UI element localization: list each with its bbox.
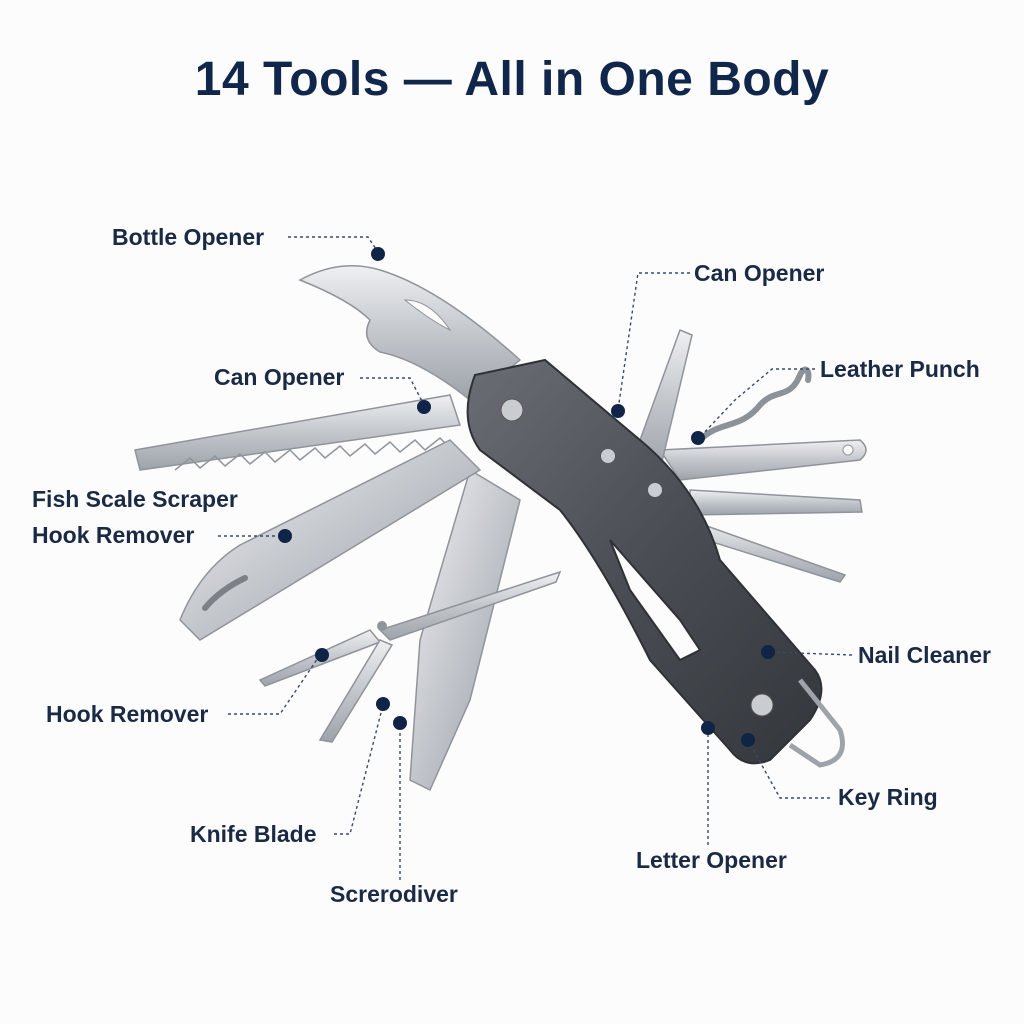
dot-leather-punch [691, 431, 705, 445]
dot-hook-remover-lower [315, 648, 329, 662]
label-can-opener-left: Can Opener [214, 364, 345, 390]
label-hook-remover-upper: Hook Remover [32, 522, 195, 548]
callout-dots [278, 247, 775, 747]
label-screwdriver: Screrodiver [330, 881, 458, 907]
dot-key-ring [741, 733, 755, 747]
label-bottle-opener: Bottle Opener [112, 224, 265, 250]
dot-bottle-opener [371, 247, 385, 261]
dot-hook-remover-upper [278, 529, 292, 543]
knife-blade-shape [409, 468, 521, 792]
bottle-opener-shape [298, 265, 522, 401]
saw-blade-shape [134, 394, 461, 471]
scissors-shape [258, 570, 562, 743]
dot-can-opener-right [611, 404, 625, 418]
dot-screwdriver [393, 716, 407, 730]
label-letter-opener: Letter Opener [636, 847, 787, 873]
leader-lines [218, 236, 853, 880]
label-hook-remover-lower: Hook Remover [46, 701, 209, 727]
page-title: 14 Tools — All in One Body [194, 53, 830, 106]
right-tools-shape [639, 329, 867, 583]
dot-can-opener-left [417, 400, 431, 414]
label-key-ring: Key Ring [838, 784, 938, 810]
label-nail-cleaner: Nail Cleaner [858, 642, 991, 668]
label-knife-blade: Knife Blade [190, 821, 317, 847]
dot-nail-cleaner [761, 645, 775, 659]
handle-shape [466, 358, 845, 768]
label-fish-scale-scraper: Fish Scale Scraper [32, 486, 238, 512]
label-leather-punch: Leather Punch [820, 356, 980, 382]
label-can-opener-right: Can Opener [694, 260, 825, 286]
dot-letter-opener [701, 721, 715, 735]
dot-knife-blade [376, 697, 390, 711]
scaler-blade-shape [179, 439, 482, 641]
